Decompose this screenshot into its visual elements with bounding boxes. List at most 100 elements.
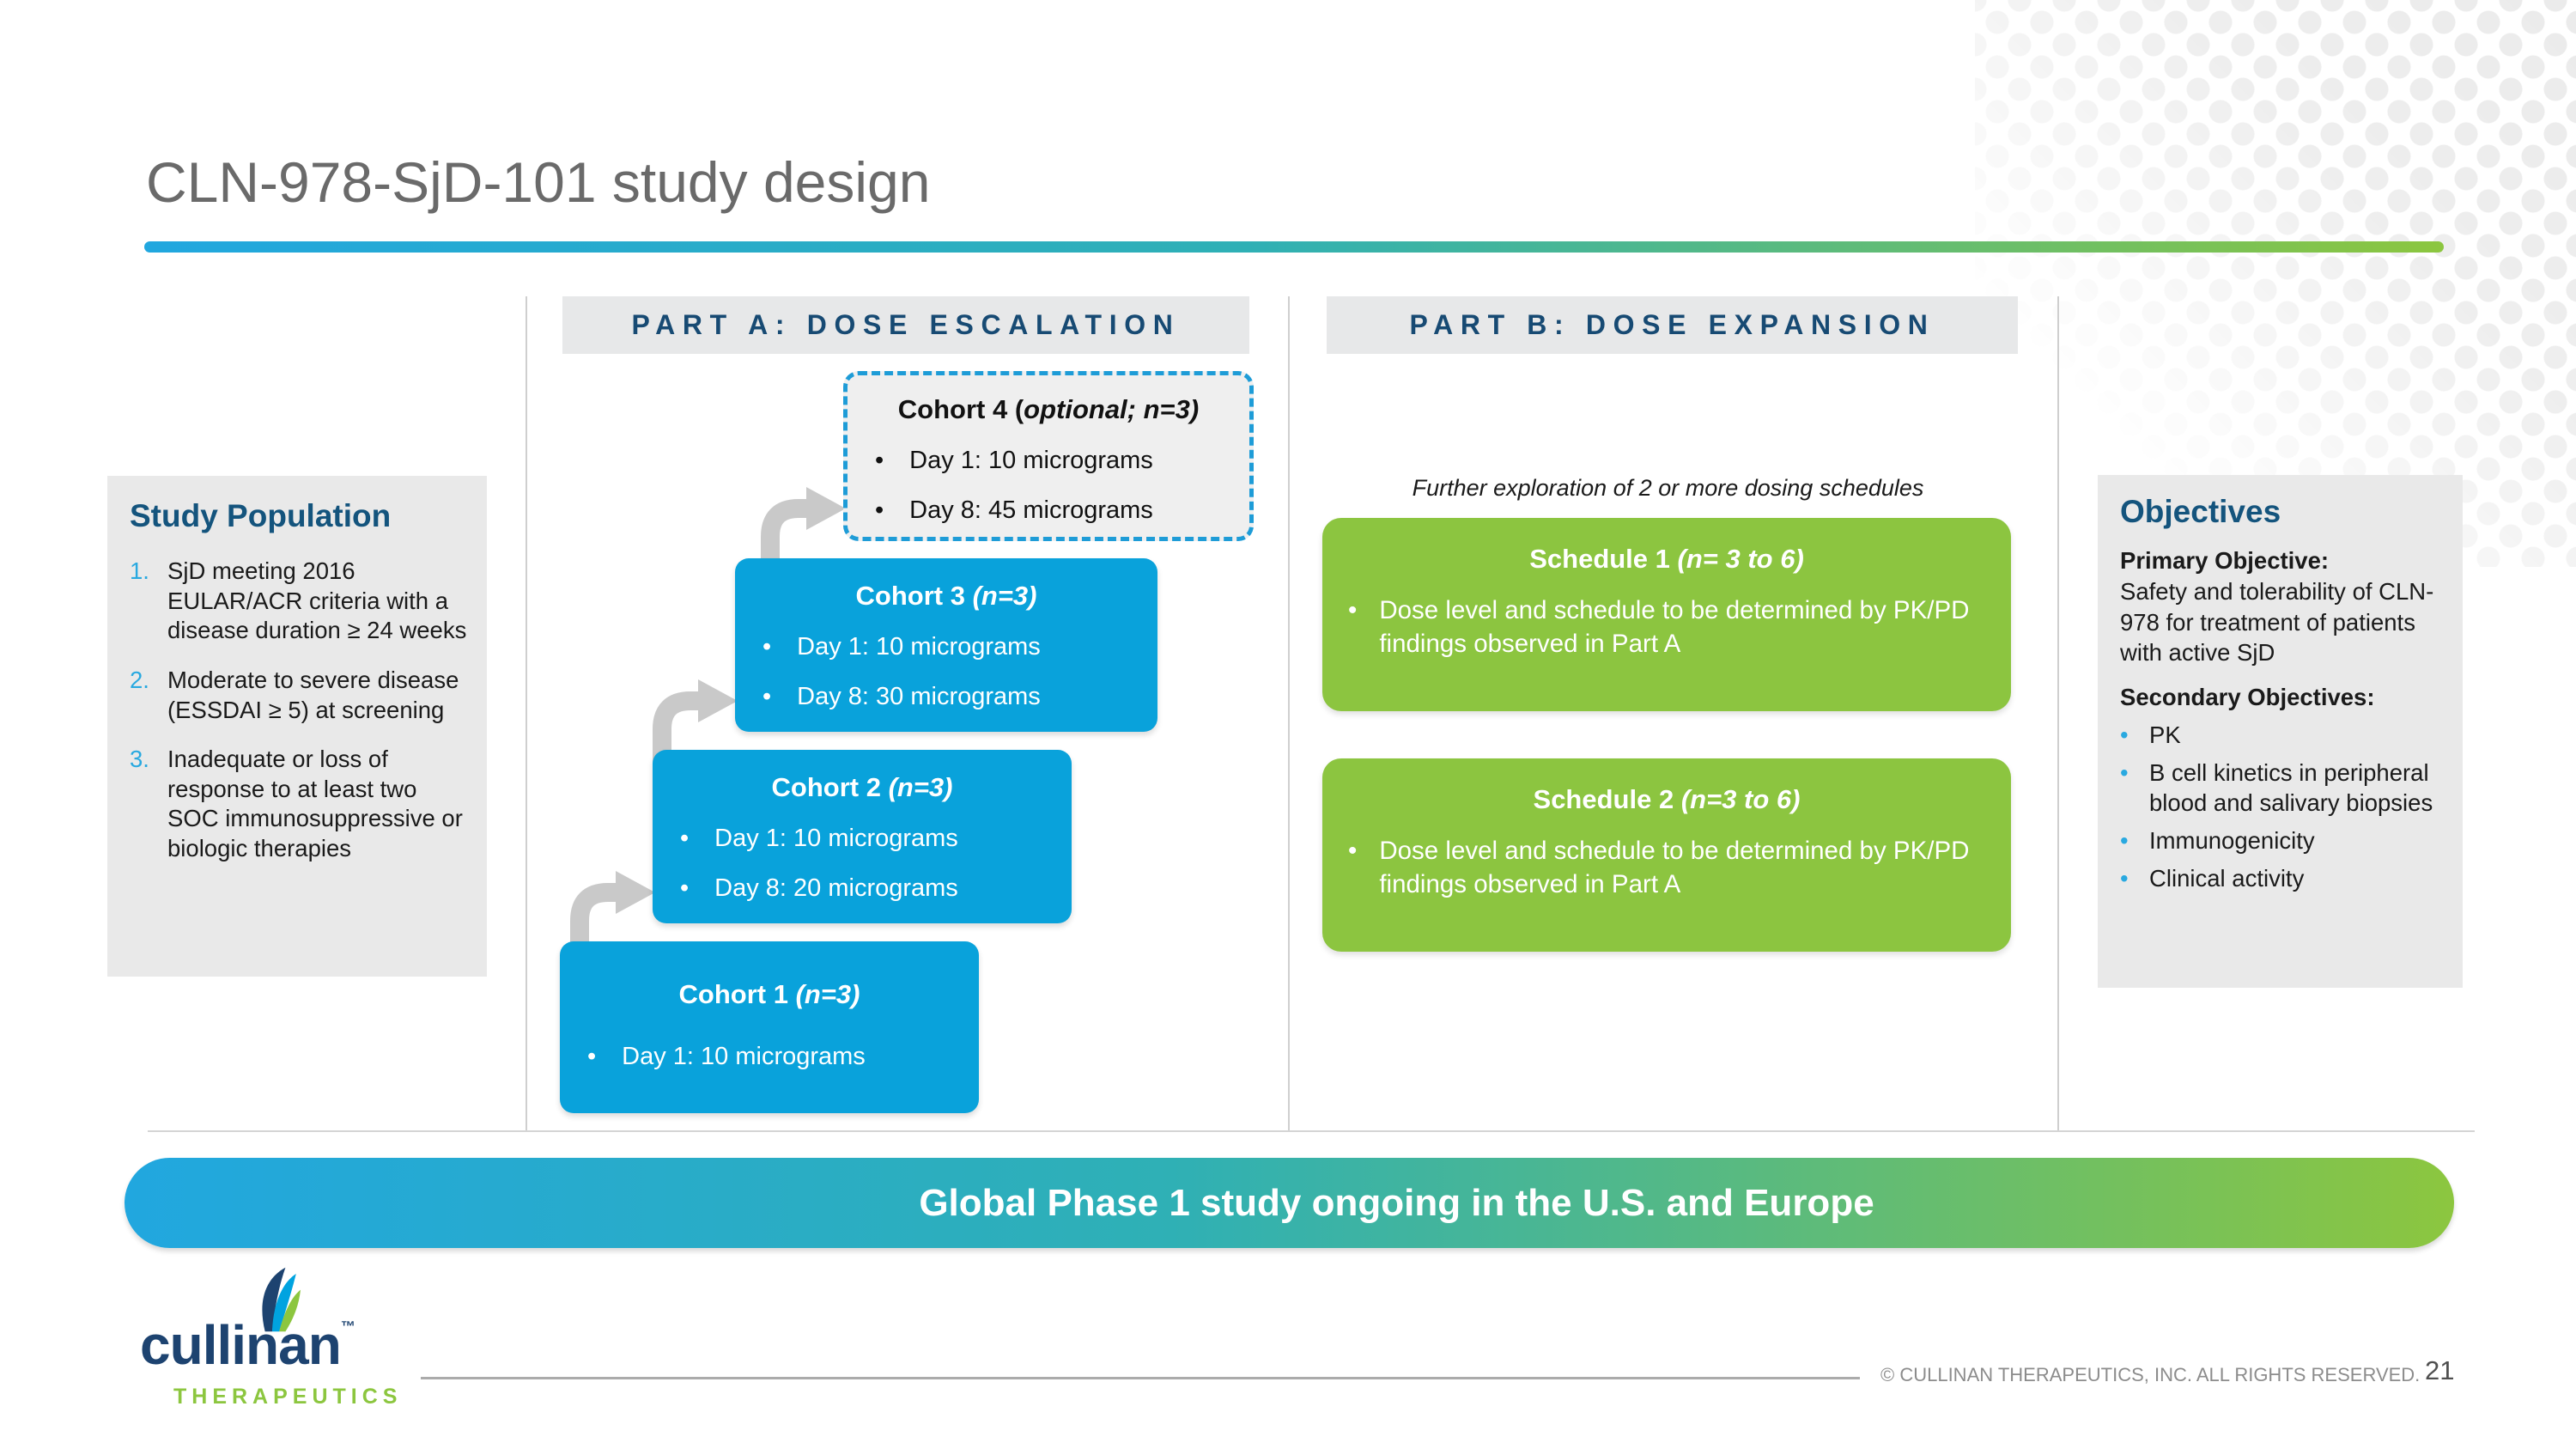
column-divider-right	[2057, 296, 2059, 1132]
bullet-text: Day 1: 10 micrograms	[909, 446, 1153, 474]
primary-objective-label: Primary Objective:	[2120, 547, 2330, 574]
bullet-dot: •	[875, 446, 884, 474]
cohort-4-title: Cohort 4 (optional; n=3)	[848, 394, 1249, 425]
title-underline-gradient	[144, 241, 2444, 253]
item-number: 2.	[130, 666, 149, 693]
cohort-bullet: • Day 8: 20 micrograms	[653, 874, 1072, 903]
cohort-3-title: Cohort 3 (n=3)	[735, 581, 1157, 612]
trademark-symbol: ™	[340, 1318, 355, 1335]
cohort-bullet: •Day 1: 10 micrograms	[560, 1043, 979, 1071]
logo-brand-text: cullinan	[140, 1314, 342, 1376]
schedule-1-title: Schedule 1 (n= 3 to 6)	[1322, 544, 2011, 575]
bullet-text: Dose level and schedule to be determined…	[1379, 836, 1970, 899]
bullet-text: Day 8: 45 micrograms	[909, 496, 1153, 524]
item-number: 1.	[130, 557, 149, 584]
schedule-title-n: (n=3 to 6)	[1680, 784, 1801, 814]
page-title: CLN-978-SjD-101 study design	[146, 150, 931, 214]
logo-therapeutics-text: THERAPEUTICS	[173, 1385, 403, 1409]
bullet-dot: •	[680, 824, 690, 852]
cohort-1-box: Cohort 1 (n=3) •Day 1: 10 micrograms	[560, 941, 979, 1113]
objective-bullet: •PK	[2120, 720, 2447, 751]
dose-expansion-note: Further exploration of 2 or more dosing …	[1412, 475, 1924, 501]
secondary-objectives-label: Secondary Objectives:	[2120, 684, 2375, 710]
cohort-bullet: • Day 8: 30 micrograms	[735, 683, 1157, 711]
study-population-item: 1. SjD meeting 2016 EULAR/ACR criteria w…	[130, 557, 473, 646]
bullet-text: Day 1: 10 micrograms	[714, 824, 958, 852]
bullet-dot: •	[875, 496, 884, 524]
banner-text: Global Phase 1 study ongoing in the U.S.…	[919, 1181, 1874, 1224]
escalation-arrow-icon	[653, 679, 738, 815]
copyright-text: © CULLINAN THERAPEUTICS, INC. ALL RIGHTS…	[1880, 1364, 2421, 1385]
bullet-dot: •	[1348, 595, 1358, 624]
bullet-text: Clinical activity	[2149, 864, 2305, 892]
cohort-title-text: Cohort 3	[855, 581, 973, 611]
column-divider-left	[526, 296, 527, 1132]
cohort-3-box: Cohort 3 (n=3) • Day 1: 10 micrograms • Da…	[735, 558, 1157, 732]
item-text: Moderate to severe disease (ESSDAI ≥ 5) …	[167, 666, 459, 723]
cullinan-leaf-icon	[262, 1267, 301, 1332]
bullet-dot: •	[1348, 836, 1358, 865]
cohort-2-title: Cohort 2 (n=3)	[653, 772, 1072, 803]
part-b-header: PART B: DOSE EXPANSION	[1327, 296, 2018, 354]
cullinan-logo-wordmark: cullinan™	[140, 1318, 355, 1373]
column-divider-middle	[1288, 296, 1290, 1132]
cohort-bullet: • Day 8: 45 micrograms	[848, 496, 1249, 525]
escalation-arrow-icon	[761, 487, 846, 623]
cohort-title-n: optional; n=3)	[1024, 394, 1200, 424]
cohort-1-title: Cohort 1 (n=3)	[560, 979, 979, 1010]
escalation-arrow-icon	[570, 871, 655, 1007]
objective-bullet: •Immunogenicity	[2120, 825, 2447, 856]
cohort-title-text: Cohort 4 (	[897, 394, 1024, 424]
schedule-bullet: • Dose level and schedule to be determine…	[1322, 834, 2011, 902]
footer-divider-line	[421, 1377, 1860, 1379]
schedule-2-box: Schedule 2 (n=3 to 6) • Dose level and sc…	[1322, 758, 2011, 952]
page-number: 21	[2425, 1355, 2455, 1385]
objectives-heading: Objectives	[2120, 494, 2281, 529]
bullet-text: Immunogenicity	[2149, 827, 2315, 854]
halftone-dots-decoration	[1975, 0, 2576, 567]
phase-1-status-banner: Global Phase 1 study ongoing in the U.S.…	[125, 1158, 2454, 1248]
item-number: 3.	[130, 746, 149, 773]
part-a-header-label: PART A: DOSE ESCALATION	[631, 309, 1181, 340]
schedule-title-text: Schedule 1	[1529, 544, 1678, 574]
bullet-dot: •	[2120, 864, 2129, 892]
cohort-title-n: (n=3)	[972, 581, 1037, 611]
objective-bullet: • B cell kinetics in peripheral blood and…	[2120, 758, 2447, 819]
cohort-bullet: • Day 1: 10 micrograms	[848, 447, 1249, 475]
schedule-1-box: Schedule 1 (n= 3 to 6) • Dose level and s…	[1322, 518, 2011, 711]
cohort-title-text: Cohort 1	[678, 979, 796, 1009]
item-text: SjD meeting 2016 EULAR/ACR criteria with…	[167, 557, 467, 644]
item-text: Inadequate or loss of response to at lea…	[167, 746, 463, 862]
cohort-title-text: Cohort 2	[771, 772, 889, 802]
cohort-title-n: (n=3)	[888, 772, 953, 802]
bullet-text: Dose level and schedule to be determined…	[1379, 595, 1970, 659]
bullet-text: Day 1: 10 micrograms	[797, 632, 1041, 661]
study-population-heading: Study Population	[130, 498, 392, 533]
primary-objective-text: Safety and tolerability of CLN-978 for t…	[2120, 577, 2434, 667]
objective-bullet: • Clinical activity	[2120, 863, 2447, 894]
bullet-dot: •	[2120, 758, 2129, 786]
study-population-item: 3. Inadequate or loss of response to at …	[130, 745, 473, 864]
study-population-panel: Study Population 1. SjD meeting 2016 EUL…	[107, 476, 487, 977]
bullet-text: Day 8: 20 micrograms	[714, 874, 958, 902]
bullet-text: Day 1: 10 micrograms	[622, 1042, 866, 1070]
bullet-text: Day 8: 30 micrograms	[797, 682, 1041, 710]
cohort-2-box: Cohort 2 (n=3) • Day 1: 10 micrograms • Da…	[653, 750, 1072, 923]
bullet-dot: •	[762, 682, 772, 710]
cohort-bullet: • Day 1: 10 micrograms	[653, 825, 1072, 853]
cohort-title-n: (n=3)	[795, 979, 860, 1009]
bullet-dot: •	[680, 874, 690, 902]
part-a-header: PART A: DOSE ESCALATION	[562, 296, 1249, 354]
schedule-title-n: (n= 3 to 6)	[1677, 544, 1804, 574]
schedule-bullet: • Dose level and schedule to be determine…	[1322, 594, 2011, 661]
cohort-4-box: Cohort 4 (optional; n=3) • Day 1: 10 micr…	[843, 371, 1254, 541]
cohort-bullet: • Day 1: 10 micrograms	[735, 633, 1157, 661]
bullet-text: PK	[2149, 721, 2181, 748]
part-b-header-label: PART B: DOSE EXPANSION	[1409, 309, 1935, 340]
bullet-text: B cell kinetics in peripheral blood and …	[2149, 758, 2433, 817]
schedule-title-text: Schedule 2	[1533, 784, 1681, 814]
bullet-dot: •	[762, 632, 772, 661]
schedule-2-title: Schedule 2 (n=3 to 6)	[1322, 784, 2011, 815]
content-baseline-divider	[148, 1130, 2475, 1132]
